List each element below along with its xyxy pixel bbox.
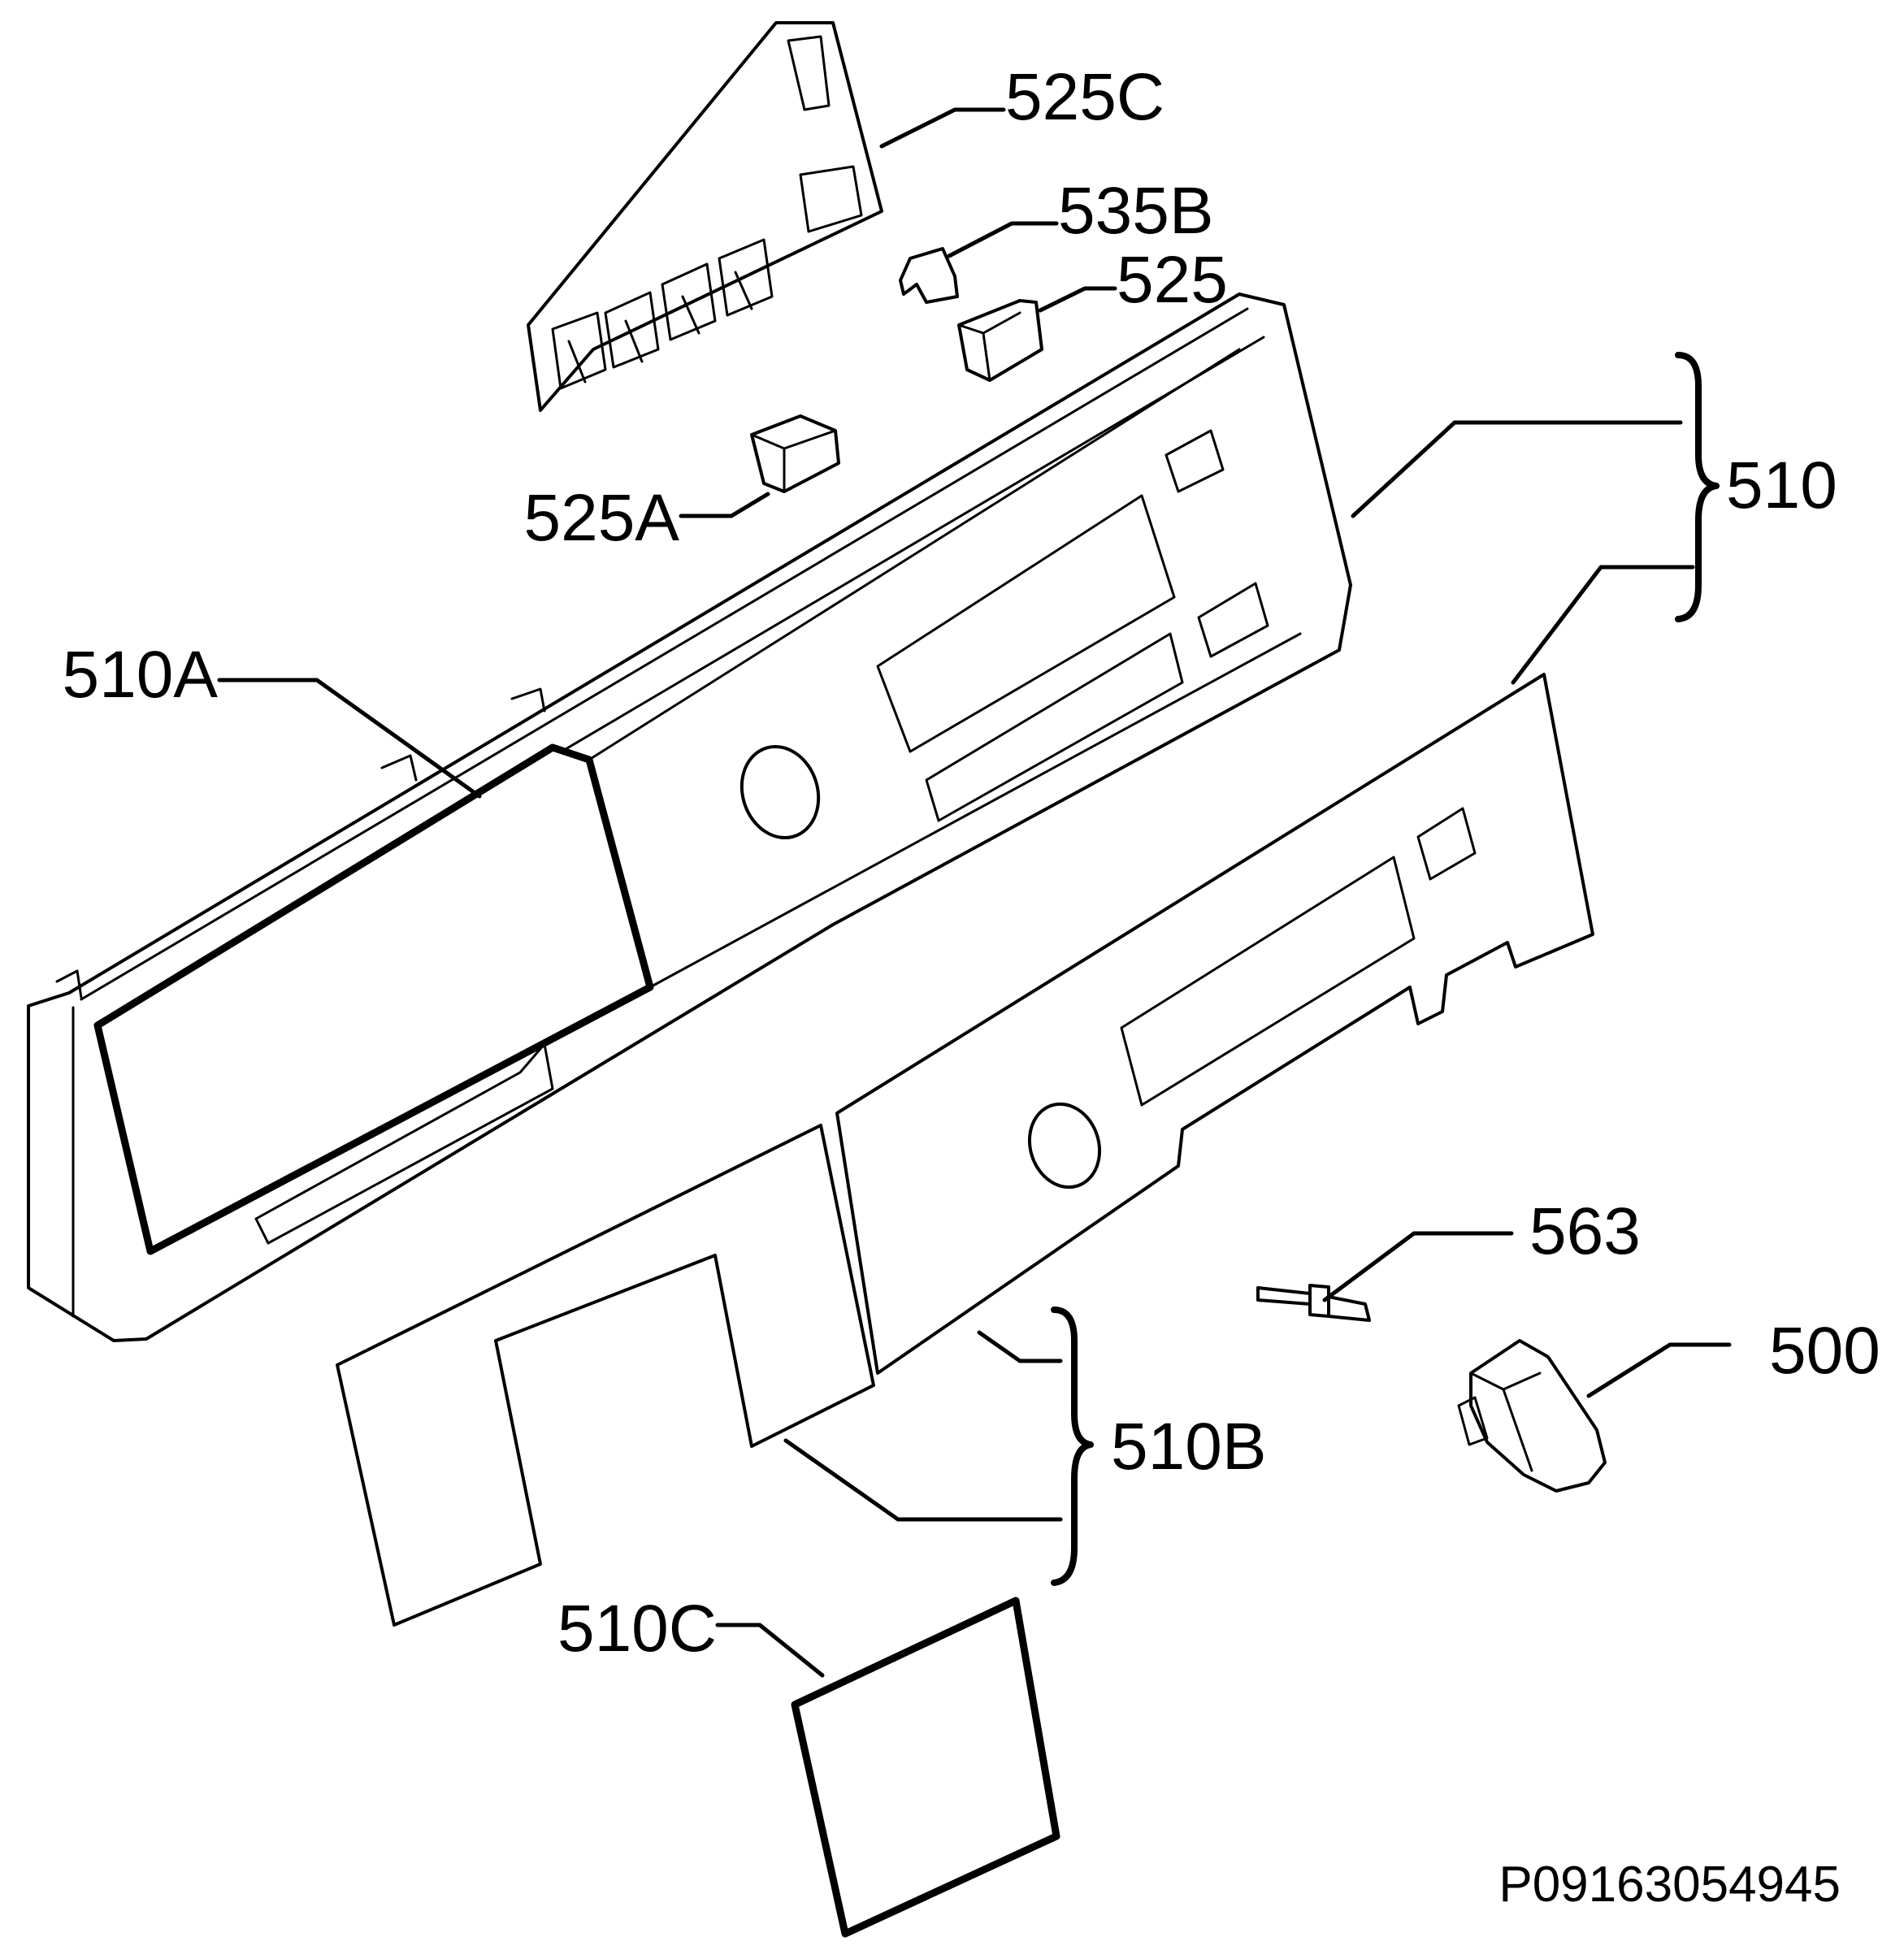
part-535b-clip (899, 247, 959, 304)
part-525c-button-carrier (527, 21, 883, 412)
leader-510a (217, 678, 482, 799)
part-563-pin (1256, 1284, 1371, 1322)
callout-525c: 525C (1005, 60, 1165, 134)
leader-510-lower (1511, 565, 1695, 685)
leader-510-upper (1351, 420, 1683, 518)
leader-525a (679, 492, 770, 518)
leader-510b-upper (977, 1330, 1063, 1363)
callout-500: 500 (1769, 1314, 1880, 1388)
part-525a-push-button (750, 414, 840, 493)
leader-563 (1322, 1231, 1514, 1302)
callout-510: 510 (1726, 448, 1837, 522)
leader-510b-lower (783, 1438, 1063, 1522)
part-500-knob (1457, 1339, 1607, 1493)
callout-525a: 525A (523, 481, 679, 555)
callout-510a: 510A (62, 638, 218, 712)
callout-535b: 535B (1058, 174, 1214, 248)
part-510a-control-panel (27, 292, 1352, 1342)
leader-510c (715, 1623, 825, 1678)
part-525-push-button (957, 299, 1043, 382)
leader-lines (217, 107, 1732, 1678)
callout-510b: 510B (1111, 1410, 1267, 1484)
callout-563: 563 (1529, 1194, 1641, 1268)
leader-500 (1586, 1342, 1732, 1398)
brace-510b (1051, 1306, 1094, 1586)
leader-525 (1038, 286, 1117, 313)
leader-535b (947, 221, 1059, 258)
leader-525c (879, 107, 1006, 149)
brace-510 (1675, 352, 1720, 622)
callout-510c: 510C (557, 1592, 717, 1666)
part-510c-foil-plate (791, 1597, 1060, 1938)
drawing-code: P09163054945 (1498, 1857, 1841, 1913)
callout-525: 525 (1117, 243, 1228, 317)
part-510-front-foil (835, 673, 1594, 1375)
part-510b-foil-pieces (336, 1124, 875, 1627)
